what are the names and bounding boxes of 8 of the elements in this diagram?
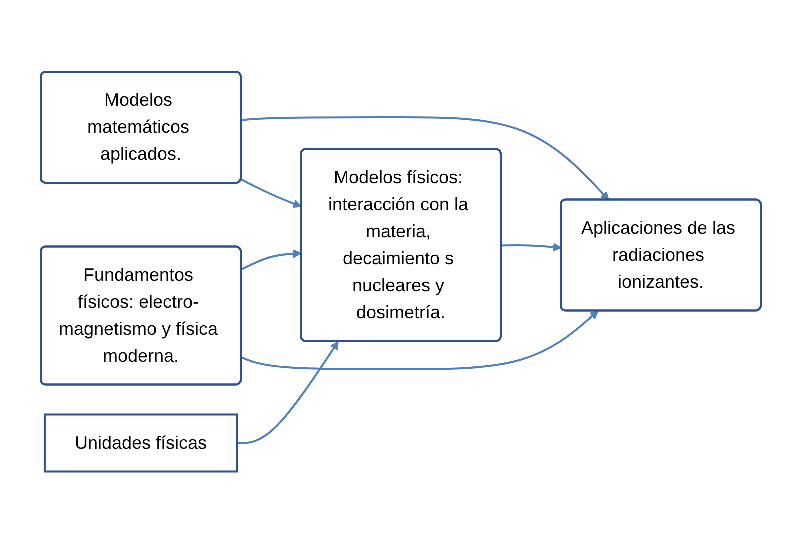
arrow [241, 310, 599, 371]
arrow [501, 243, 562, 252]
arrow [237, 341, 339, 444]
arrow [241, 250, 302, 271]
arrow [241, 116, 610, 201]
node-box: Unidades físicas [44, 414, 238, 473]
arrow [240, 178, 302, 208]
node-text: Modelos matemáticos aplicados. [87, 90, 190, 164]
